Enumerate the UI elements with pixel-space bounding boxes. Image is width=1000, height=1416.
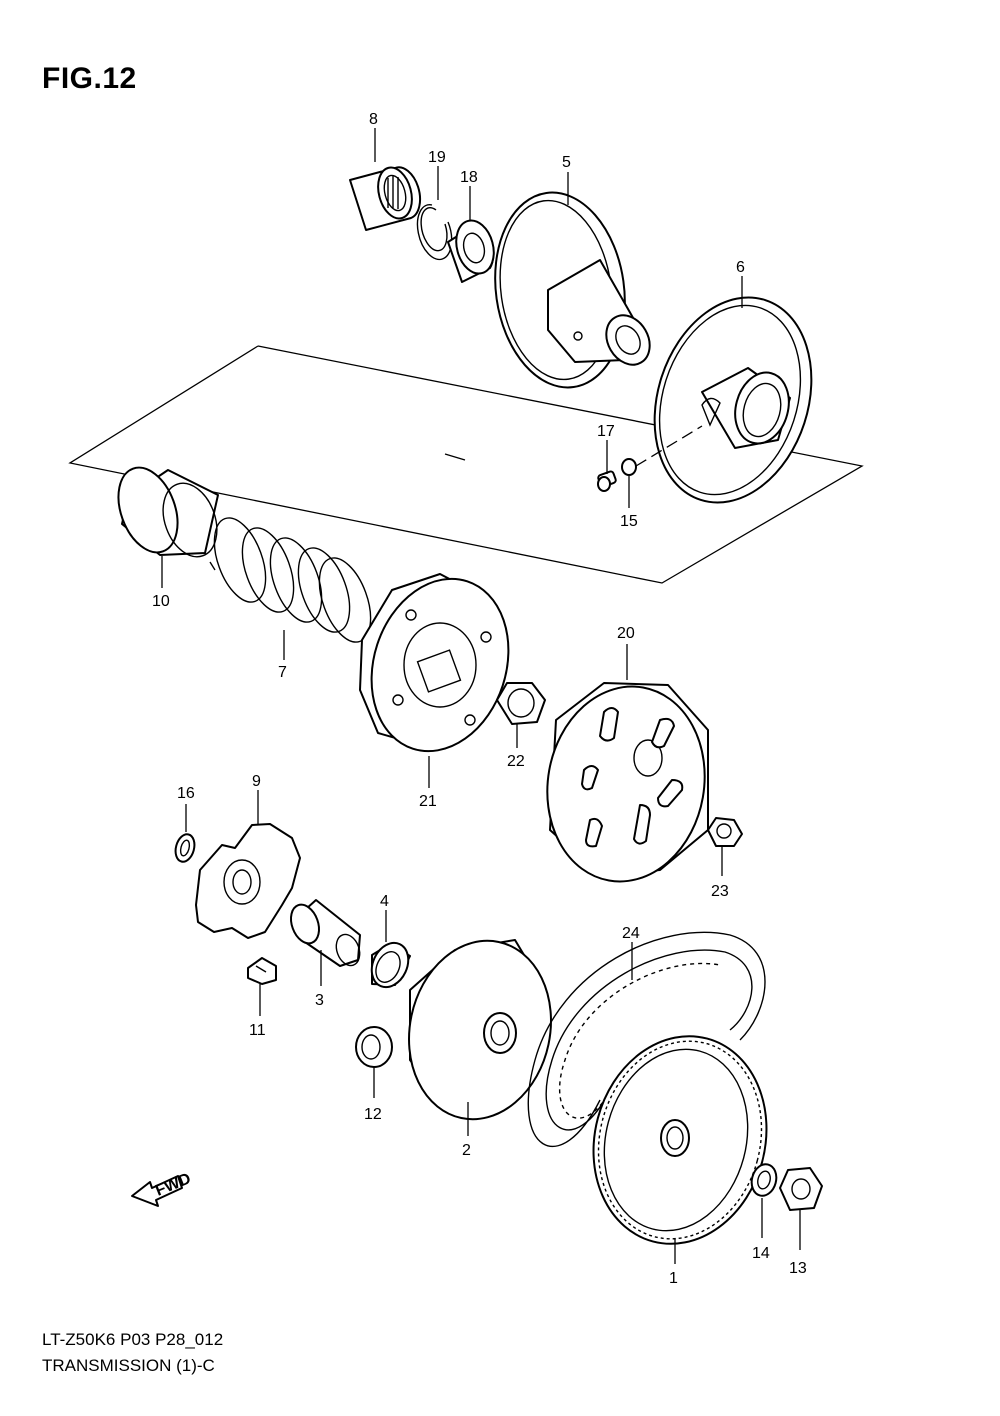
callout-1: 1 (669, 1270, 678, 1287)
callout-3: 3 (315, 992, 324, 1009)
callout-4: 4 (380, 893, 389, 910)
part-12-bushing[interactable] (355, 1026, 393, 1068)
callout-13: 13 (789, 1260, 807, 1277)
callout-24: 24 (622, 925, 640, 942)
part-9-ramp-plate[interactable] (195, 823, 301, 939)
callout-2: 2 (462, 1142, 471, 1159)
part-1-gear[interactable] (571, 1017, 790, 1264)
part-11-slide-piece[interactable] (247, 957, 277, 985)
part-18-ball-bearing[interactable] (447, 216, 499, 283)
callout-18: 18 (460, 169, 478, 186)
callout-labels: 1 2 3 4 5 6 7 8 9 10 11 12 13 14 15 16 1… (152, 111, 807, 1287)
callout-9: 9 (252, 773, 261, 790)
callout-8: 8 (369, 111, 378, 128)
callout-22: 22 (507, 753, 525, 770)
callout-21: 21 (419, 793, 437, 810)
part-21-clutch-shoe[interactable] (350, 561, 530, 769)
fwd-arrow-icon: FWD (131, 1170, 193, 1207)
figure-code: LT-Z50K6 P03 P28_012 (42, 1330, 224, 1349)
fwd-label: FWD (153, 1170, 193, 1199)
part-4-bearing[interactable] (365, 937, 415, 993)
figure-title: FIG.12 (42, 62, 137, 95)
callout-15: 15 (620, 513, 638, 530)
part-6-movable-face[interactable] (629, 277, 837, 523)
part-5-drive-face[interactable] (483, 184, 658, 396)
part-23-nut[interactable] (707, 817, 743, 847)
part-16-washer[interactable] (173, 832, 198, 864)
callout-19: 19 (428, 149, 446, 166)
part-17-pin[interactable] (597, 470, 617, 492)
callout-16: 16 (177, 785, 195, 802)
part-13-nut[interactable] (779, 1167, 823, 1211)
assembly-line-6-15 (635, 425, 703, 467)
part-22-nut[interactable] (496, 682, 546, 725)
part-10-collar[interactable] (108, 459, 227, 564)
part-2-driven-face[interactable] (393, 927, 567, 1132)
part-24-drive-belt[interactable] (527, 931, 766, 1147)
leader-lines (161, 128, 801, 1264)
callout-20: 20 (617, 625, 635, 642)
callout-14: 14 (752, 1245, 770, 1262)
callout-5: 5 (562, 154, 571, 171)
part-15-washer[interactable] (621, 458, 637, 476)
part-19-circlip[interactable] (416, 204, 453, 261)
part-8-needle-bearing[interactable] (349, 164, 422, 231)
figure-name: TRANSMISSION (1)-C (42, 1356, 215, 1375)
callout-7: 7 (278, 664, 287, 681)
callout-23: 23 (711, 883, 729, 900)
part-7-spring[interactable] (204, 511, 380, 649)
callout-11: 11 (249, 1022, 266, 1039)
part-20-clutch-housing[interactable] (532, 674, 720, 894)
part-3-spacer[interactable] (286, 899, 364, 969)
callout-6: 6 (736, 259, 745, 276)
group-outline-dash (444, 453, 466, 461)
part-14-washer[interactable] (748, 1161, 779, 1198)
callout-10: 10 (152, 593, 170, 610)
callout-17: 17 (597, 423, 615, 440)
callout-12: 12 (364, 1106, 382, 1123)
